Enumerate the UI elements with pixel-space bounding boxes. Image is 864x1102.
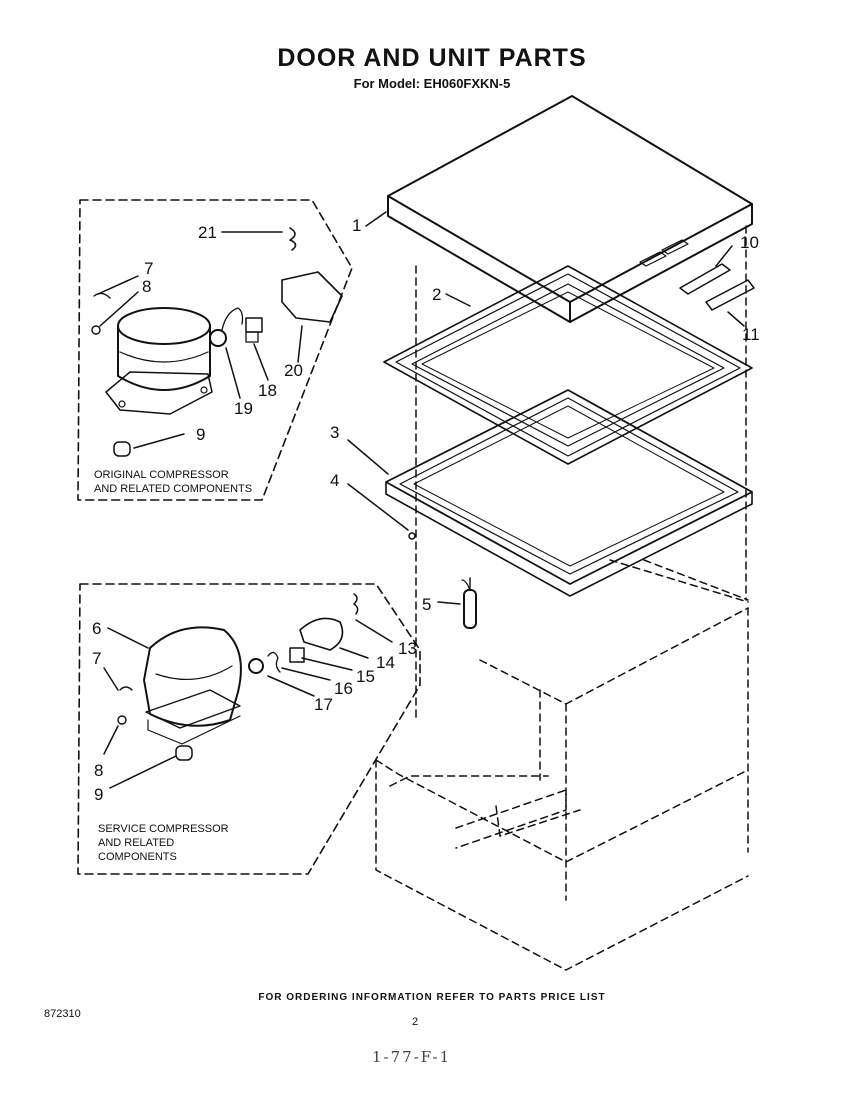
service-group-label-line1: SERVICE COMPRESSOR [98,823,229,835]
callout-9-service: 9 [94,785,103,804]
service-components-enclosure [77,583,421,875]
model-subtitle: For Model: EH060FXKN-5 [353,76,511,91]
original-group-label-line1: ORIGINAL COMPRESSOR [94,469,229,481]
callout-9-original: 9 [196,425,205,444]
callout-3: 3 [330,423,339,442]
callout-1: 1 [352,216,361,235]
original-group-label-line2: AND RELATED COMPONENTS [94,483,252,495]
callout-20: 20 [284,361,303,380]
door-liner-frame [385,389,753,597]
callout-2: 2 [432,285,441,304]
original-components-enclosure [77,199,353,501]
callout-18: 18 [258,381,277,400]
callout-15: 15 [356,667,375,686]
callout-19: 19 [234,399,253,418]
page-number: 2 [412,1016,419,1028]
screw-part [408,532,416,540]
callout-17: 17 [314,695,333,714]
callout-16: 16 [334,679,353,698]
callout-8-original: 8 [142,277,151,296]
document-code: 872310 [44,1008,81,1020]
callout-6: 6 [92,619,101,638]
handwritten-mark: 1-77-F-1 [372,1048,452,1066]
callout-4: 4 [330,471,339,490]
door-handle-parts [679,263,755,311]
page-title: DOOR AND UNIT PARTS [277,44,587,72]
service-compressor [117,626,242,761]
original-relay-parts [209,227,343,347]
callout-21: 21 [198,223,217,242]
callout-7-original: 7 [144,259,153,278]
callout-leaders [97,211,745,789]
callout-10: 10 [740,233,759,252]
cabinet-outline [375,225,749,971]
callout-13: 13 [398,639,417,658]
service-group-label-line3: COMPONENTS [98,851,177,863]
callout-5: 5 [422,595,431,614]
callout-8-service: 8 [94,761,103,780]
drier-part [461,577,477,629]
door-lid [387,95,753,323]
callout-11: 11 [742,325,760,344]
service-group-label-line2: AND RELATED [98,837,174,849]
callout-14: 14 [376,653,395,672]
service-relay-parts [248,593,359,674]
callout-7-service: 7 [92,649,101,668]
original-compressor [91,292,213,457]
ordering-note: FOR ORDERING INFORMATION REFER TO PARTS … [258,992,606,1003]
